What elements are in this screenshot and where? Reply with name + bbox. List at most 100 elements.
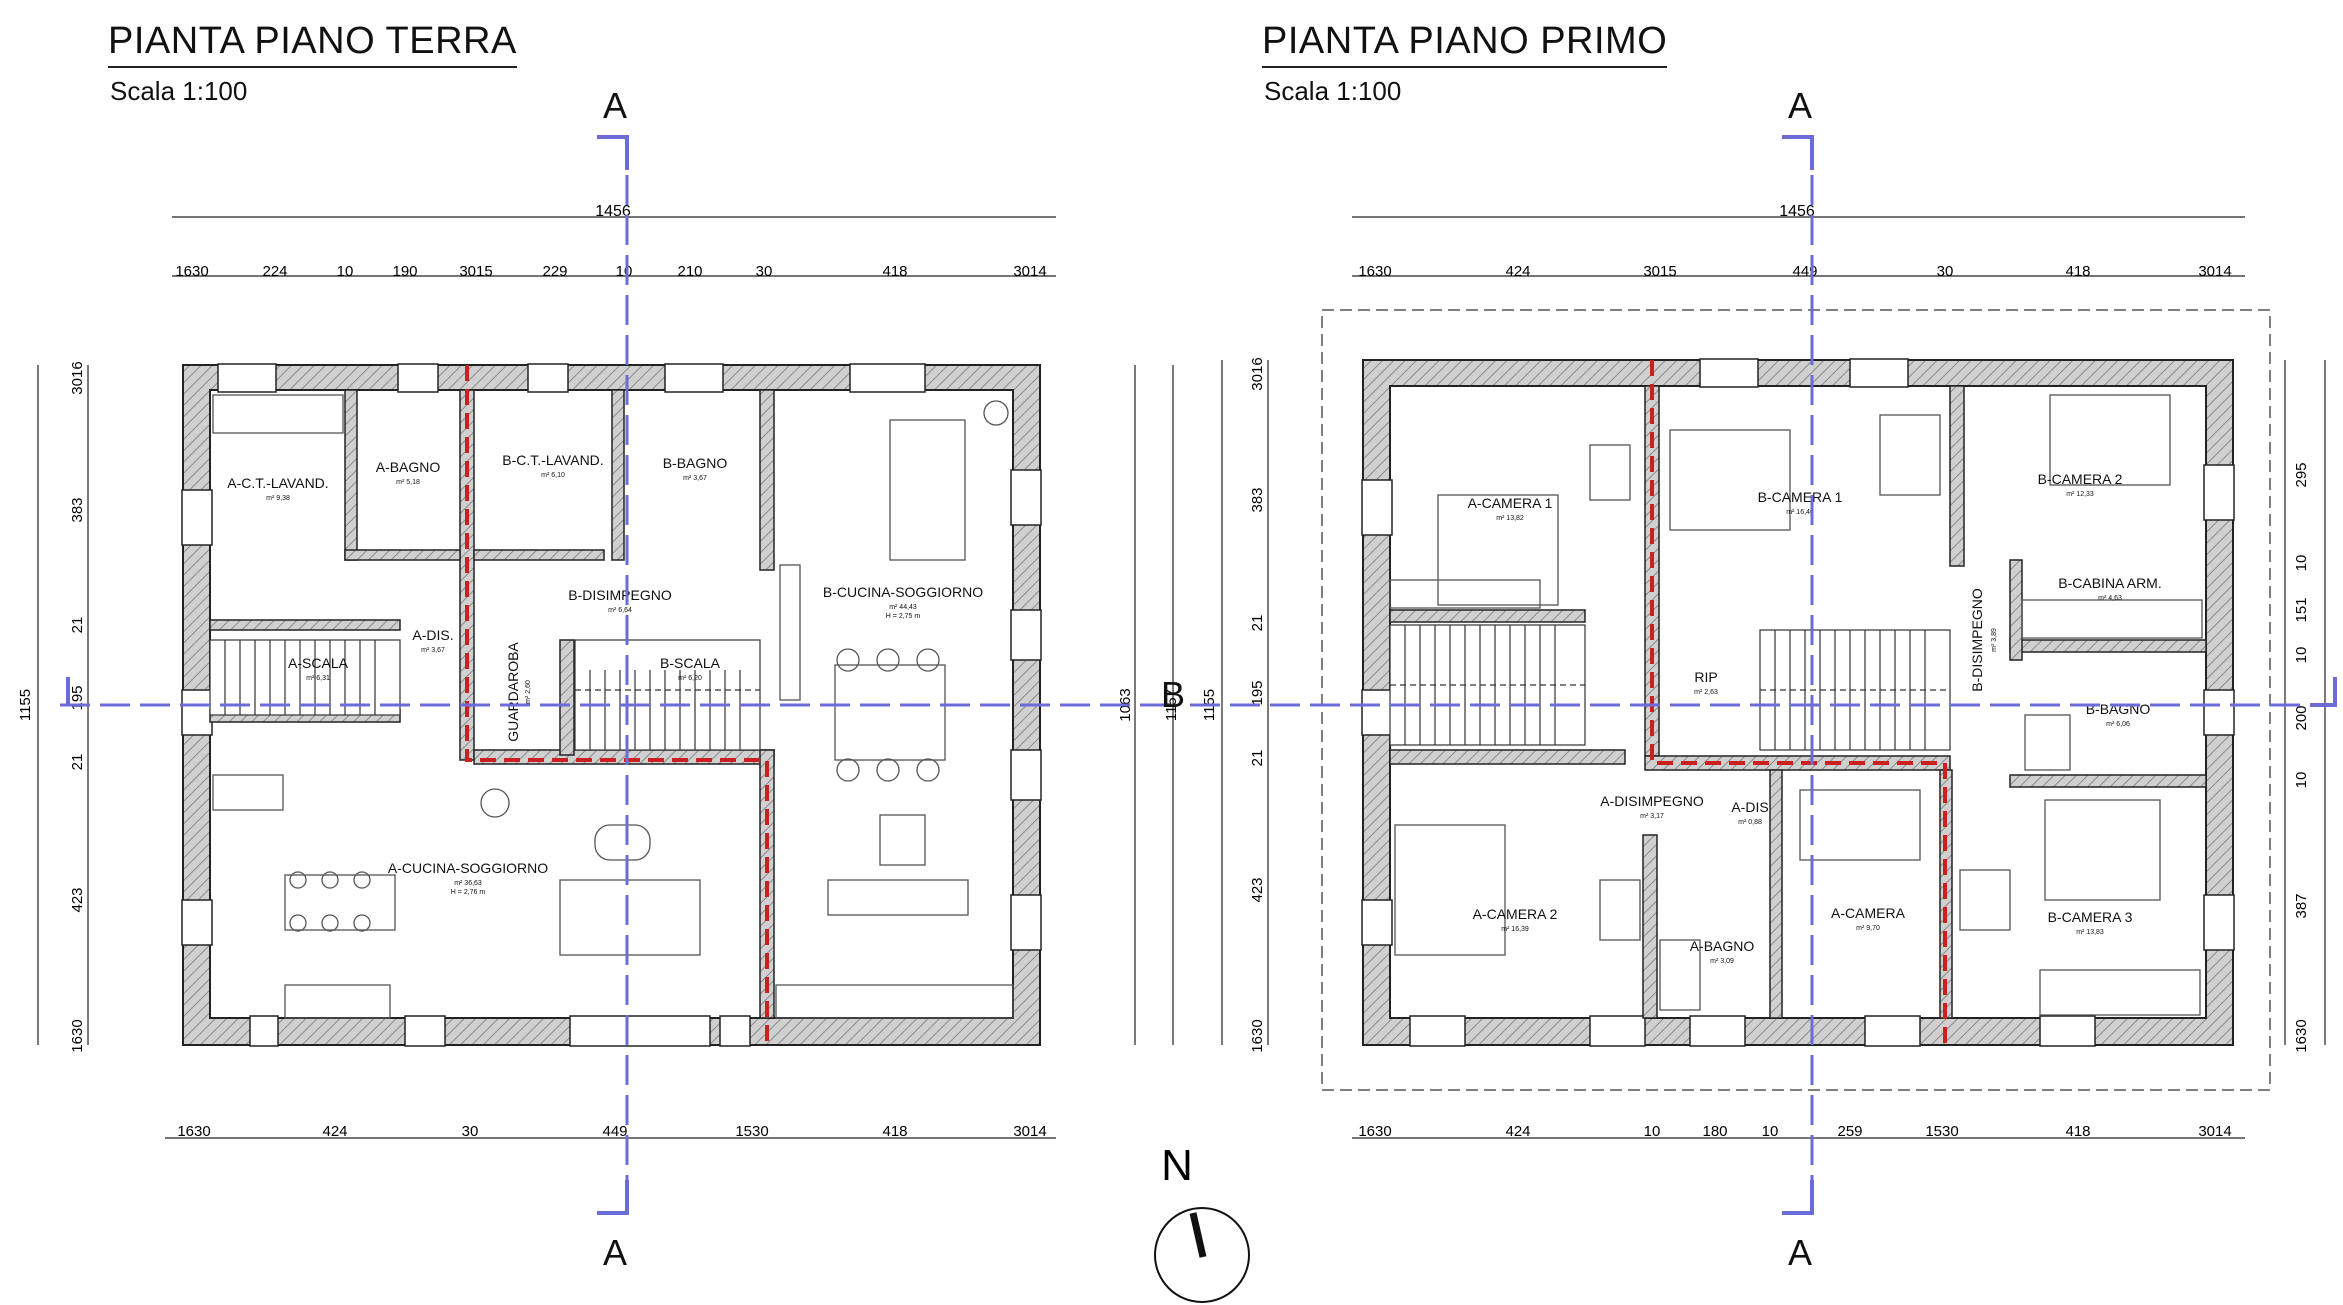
- dim-value: 10: [337, 263, 354, 280]
- room-label: B-SCALA: [660, 655, 721, 671]
- section-lines: [60, 135, 2330, 1215]
- section-label-b: B: [1161, 674, 1185, 715]
- dim-value: 30: [462, 1123, 479, 1140]
- section-label-a: A: [1788, 1232, 1812, 1273]
- first-floor-title: PIANTA PIANO PRIMO: [1262, 22, 1668, 68]
- room-label: A-BAGNO: [1690, 938, 1755, 954]
- dim-value: 10: [1644, 1123, 1661, 1140]
- dim-value: 3014: [1013, 263, 1046, 280]
- dim-value: 3015: [459, 263, 492, 280]
- room-area: m² 6,64: [608, 607, 632, 614]
- room-area: m² 13,83: [2076, 929, 2104, 936]
- room-label: A-C.T.-LAVAND.: [227, 475, 328, 491]
- ground-overall-width: 1456: [595, 203, 631, 220]
- room-area: m² 5,18: [396, 479, 420, 486]
- room-area: m² 3,89: [1991, 628, 1998, 652]
- dim-value: 3016: [69, 361, 86, 394]
- room-label: A-DIS.: [412, 627, 453, 643]
- dim-value: 424: [1505, 263, 1530, 280]
- dim-value: 3016: [1249, 357, 1266, 390]
- dim-value: 1630: [1358, 263, 1391, 280]
- room-label: B-CUCINA-SOGGIORNO: [823, 584, 983, 600]
- room-area: m² 4,63: [2098, 595, 2122, 602]
- room-area: m² 6,06: [2106, 721, 2130, 728]
- dim-value: 3015: [1643, 263, 1676, 280]
- first-party-wall: [1650, 360, 1947, 1045]
- room-label: B-CAMERA 1: [1758, 489, 1843, 505]
- dim-value: 21: [69, 617, 86, 634]
- dim-value: 21: [69, 754, 86, 771]
- dim-value: 418: [882, 263, 907, 280]
- room-area: m² 3,17: [1640, 813, 1664, 820]
- first-right-dimensions: 295 10 151 10 200 10 387 1630 1157: [1163, 462, 2310, 1052]
- room-area: m² 2,60: [525, 680, 532, 704]
- dim-value: 190: [392, 263, 417, 280]
- room-area: m² 6,20: [678, 675, 702, 682]
- first-dimension-lines: [1221, 216, 2326, 1139]
- dim-value: 229: [542, 263, 567, 280]
- room-area: m² 0,88: [1738, 819, 1762, 826]
- dim-value: 1630: [1249, 1019, 1266, 1052]
- section-label-a: A: [603, 85, 627, 126]
- room-label: B-CAMERA 2: [2038, 471, 2123, 487]
- first-furniture: [1389, 394, 2203, 1016]
- room-area: m² 9,70: [1856, 925, 1880, 932]
- room-label: B-BAGNO: [663, 455, 728, 471]
- room-label: B-DISIMPEGNO: [1969, 588, 1985, 692]
- ground-furniture: [212, 394, 1014, 1019]
- room-area: m² 12,33: [2066, 491, 2094, 498]
- dim-value: 418: [882, 1123, 907, 1140]
- first-exterior-wall: [1362, 359, 2234, 1046]
- ground-floor-title: PIANTA PIANO TERRA: [108, 22, 517, 68]
- ground-top-dimensions: 1630 224 10 190 3015 229 10 210 30 418 3…: [175, 263, 1046, 280]
- dim-value: 449: [602, 1123, 627, 1140]
- dim-value: 1630: [175, 263, 208, 280]
- room-area: m² 44,43: [889, 604, 917, 611]
- section-label-a: A: [1788, 85, 1812, 126]
- room-label: B-CAMERA 3: [2048, 909, 2133, 925]
- room-area: m² 3,09: [1710, 958, 1734, 965]
- first-overall-width: 1456: [1779, 203, 1815, 220]
- ground-left-dimensions: 3016 383 21 195 21 423 1630 1155 1063: [17, 361, 1134, 1052]
- dim-value: 21: [1249, 615, 1266, 632]
- section-labels: A A A A B: [603, 85, 1812, 1273]
- dim-value: 10: [2293, 647, 2310, 664]
- dim-value: 10: [2293, 772, 2310, 789]
- dim-value: 195: [1249, 680, 1266, 705]
- room-area: m² 13,82: [1496, 515, 1524, 522]
- compass-needle: [1189, 1212, 1207, 1258]
- room-area: m² 3,67: [421, 647, 445, 654]
- room-area: m² 16,39: [1501, 926, 1529, 933]
- room-label: A-CAMERA: [1831, 905, 1906, 921]
- dim-value: 423: [1249, 877, 1266, 902]
- dim-value: 30: [1937, 263, 1954, 280]
- room-area: m² 6,10: [541, 472, 565, 479]
- dim-value: 1155: [17, 689, 34, 721]
- room-label: A-SCALA: [288, 655, 349, 671]
- dim-value: 387: [2293, 893, 2310, 918]
- room-area: m² 3,67: [683, 475, 707, 482]
- dim-value: 30: [756, 263, 773, 280]
- dim-value: 151: [2293, 597, 2310, 622]
- room-label: A-CAMERA 1: [1468, 495, 1553, 511]
- room-area: m² 36,63: [454, 880, 482, 887]
- first-top-dimensions: 1630 424 3015 449 30 418 3014: [1358, 263, 2231, 280]
- dim-value: 383: [1249, 487, 1266, 512]
- dim-value: 1630: [2293, 1019, 2310, 1052]
- roof-outline: [1321, 309, 2271, 1091]
- compass-circle: [1154, 1207, 1250, 1303]
- dim-value: 200: [2293, 705, 2310, 730]
- dim-value: 10: [2293, 555, 2310, 572]
- first-stairs: [1389, 624, 1951, 751]
- dim-value: 210: [677, 263, 702, 280]
- room-area: m² 6,31: [306, 675, 330, 682]
- dim-value: 1630: [177, 1123, 210, 1140]
- first-windows: [1361, 358, 2235, 1047]
- room-height: H = 2,76 m: [451, 889, 486, 896]
- ground-room-labels: A-C.T.-LAVAND. m² 9,38 A-BAGNO m² 5,18 B…: [227, 452, 983, 896]
- dim-value: 424: [322, 1123, 347, 1140]
- north-label: N: [1161, 1141, 1193, 1190]
- first-left-dimensions: 3016 383 21 195 21 423 1630 1155: [1201, 357, 1266, 1052]
- room-label: B-CABINA ARM.: [2058, 575, 2161, 591]
